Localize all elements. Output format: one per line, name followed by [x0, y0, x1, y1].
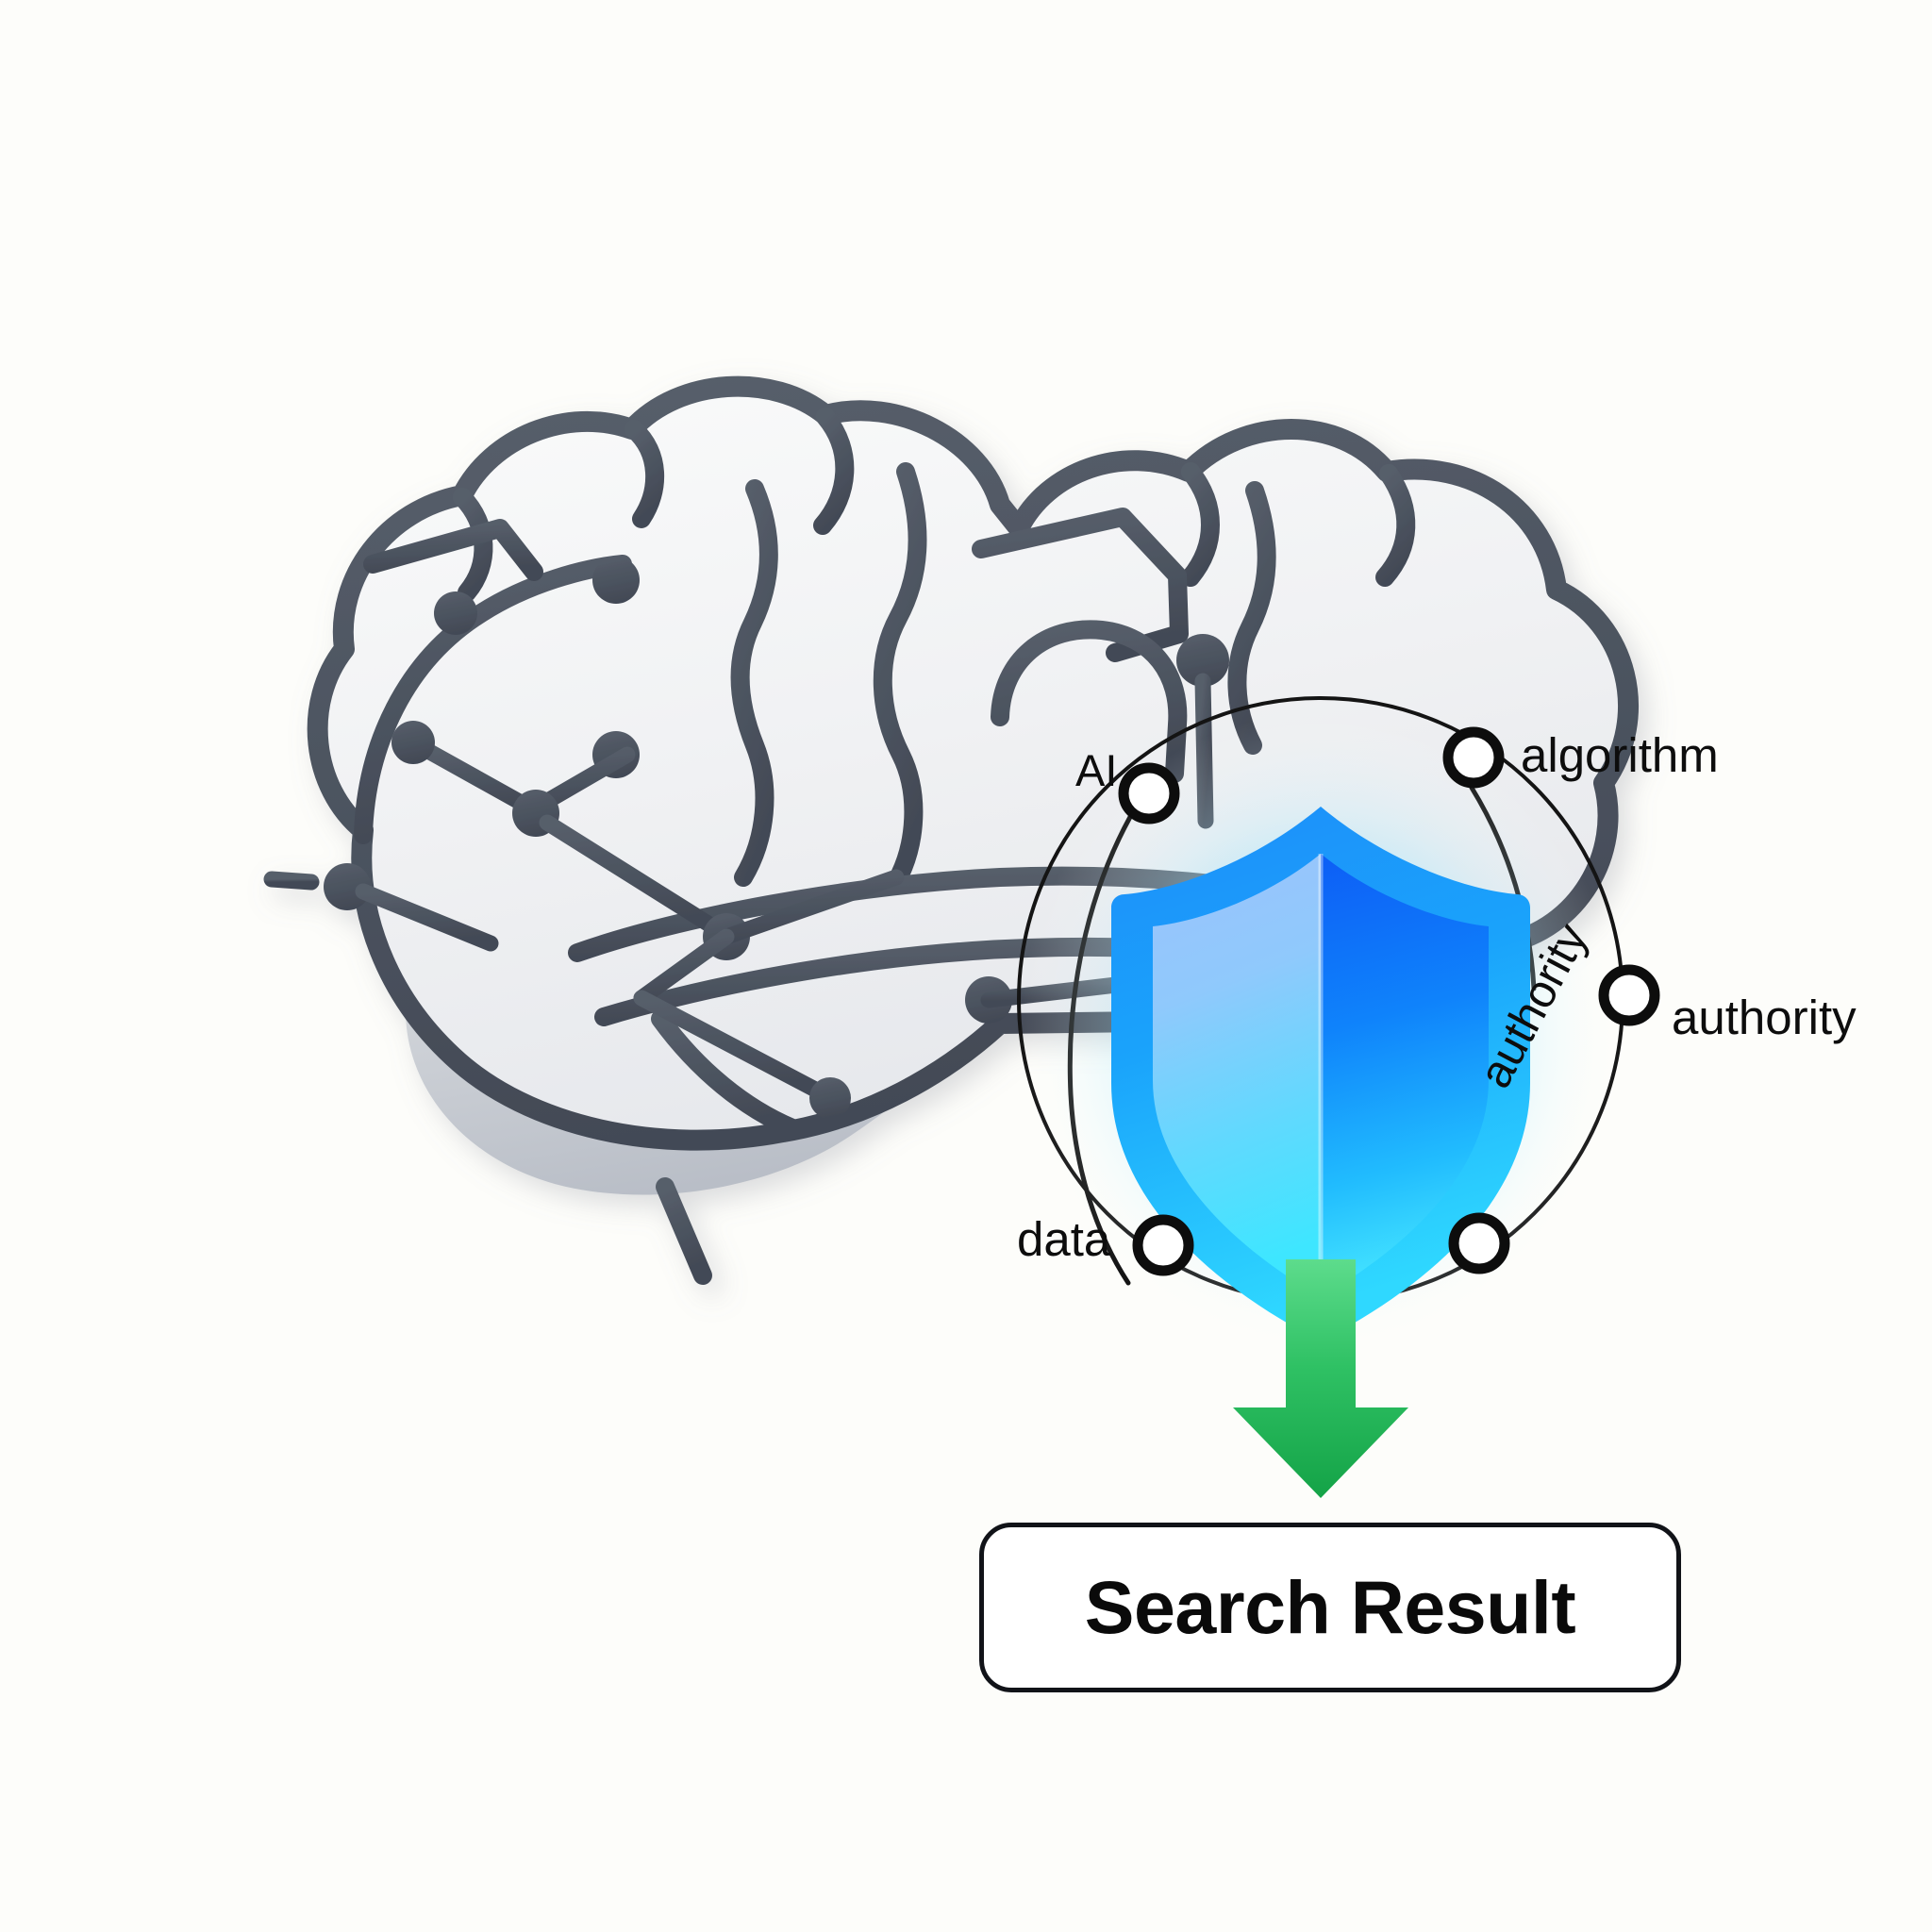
node-circle-icon-ai[interactable]: [1118, 762, 1180, 824]
node-circle-icon-algorithm[interactable]: [1442, 726, 1505, 789]
search-result-box[interactable]: Search Result: [979, 1523, 1681, 1692]
keyword-label-authority-right: authority: [1672, 991, 1857, 1044]
search-result-label: Search Result: [1084, 1565, 1576, 1649]
node-circle-icon-data[interactable]: [1132, 1214, 1194, 1276]
keyword-label-ai: AI: [1075, 745, 1118, 795]
keyword-label-data: data: [1017, 1212, 1111, 1266]
node-circle-icon-authority-b[interactable]: [1448, 1212, 1510, 1274]
node-circle-icon-authority-r[interactable]: [1598, 964, 1660, 1026]
keyword-label-algorithm: algorithm: [1521, 728, 1719, 782]
